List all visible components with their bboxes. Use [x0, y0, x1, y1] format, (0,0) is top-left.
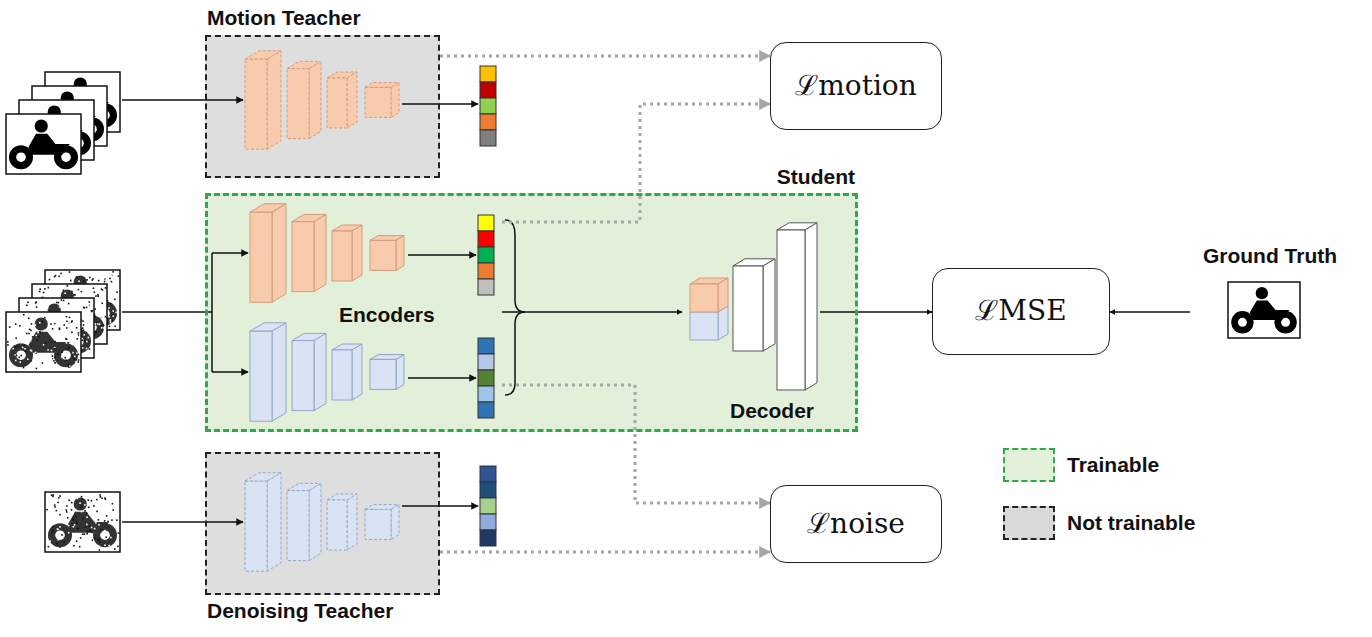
flow-arrow: [212, 252, 248, 254]
ground-truth: Ground Truth: [1190, 245, 1350, 345]
brace: [505, 220, 525, 395]
layer-block: [332, 344, 362, 400]
legend: TrainableNot trainable: [1003, 448, 1195, 564]
teacher-box: Denoising Teacher: [205, 452, 440, 595]
flow-arrow: [1110, 311, 1190, 313]
region-fill: [205, 35, 440, 178]
layer-block: [250, 323, 286, 421]
flow-arrow: [502, 311, 682, 313]
flow-line: [211, 253, 213, 372]
region-fill: [205, 452, 440, 595]
node-label: Encoders: [339, 303, 435, 327]
loss-box: ℒMSE: [932, 268, 1110, 355]
flow-arrow: [122, 521, 243, 523]
flow-arrow: [820, 311, 932, 313]
loss-label: ℒMSE: [975, 295, 1066, 327]
feature-vector: [478, 215, 494, 295]
flow-arrow: [408, 254, 476, 256]
layer-block: [365, 83, 399, 118]
feature-vector: [480, 466, 496, 546]
flow-line: [122, 311, 212, 313]
legend-swatch: [1003, 448, 1055, 482]
distillation-arrow: [440, 551, 770, 554]
encoder-group: Encoders: [215, 200, 502, 410]
teacher-box: Motion Teacher: [205, 35, 440, 178]
legend-label: Trainable: [1067, 453, 1159, 477]
layer-block: [777, 223, 817, 390]
layer-block: [733, 259, 775, 351]
loss-box: ℒnoise: [770, 485, 942, 563]
node-label: Decoder: [730, 399, 814, 423]
flow-arrow: [408, 377, 476, 379]
image-frame: [6, 312, 81, 372]
loss-label: ℒnoise: [807, 508, 905, 540]
node-label: Motion Teacher: [207, 6, 361, 30]
legend-label: Not trainable: [1067, 511, 1195, 535]
layer-block: [292, 333, 326, 410]
layer-block: [250, 204, 286, 302]
layer-block: [332, 225, 362, 281]
flow-arrow: [402, 103, 478, 105]
layer-block: [327, 72, 357, 128]
legend-swatch: [1003, 506, 1055, 540]
legend-item: Not trainable: [1003, 506, 1195, 540]
flow-arrow: [122, 99, 243, 101]
distillation-arrow: [502, 385, 770, 503]
node-label: Ground Truth: [1203, 244, 1337, 268]
distillation-arrow: [502, 104, 770, 222]
image-frame: [45, 492, 120, 552]
student-box: StudentEncodersDecoder: [205, 193, 858, 432]
image-frame: [6, 114, 81, 174]
feature-vector: [478, 338, 494, 418]
layer-block: [370, 355, 404, 390]
layer-block: [690, 278, 728, 312]
layer-block: [287, 61, 321, 138]
image-frame: [1228, 282, 1300, 338]
layer-block: [327, 494, 357, 550]
flow-arrow: [402, 505, 478, 507]
node-label: Student: [777, 165, 855, 189]
loss-box: ℒmotion: [770, 42, 942, 130]
legend-item: Trainable: [1003, 448, 1195, 482]
flow-arrow: [212, 371, 248, 373]
layer-block: [245, 51, 281, 149]
loss-label: ℒmotion: [795, 70, 917, 102]
layer-block: [370, 236, 404, 271]
region-fill: [205, 193, 858, 432]
layer-block: [245, 473, 281, 571]
layer-block: [287, 483, 321, 560]
layer-block: [365, 505, 399, 540]
layer-block: [292, 214, 326, 291]
decoder-group: Decoder: [682, 222, 820, 425]
feature-vector: [480, 66, 496, 146]
distillation-arrow: [440, 55, 770, 58]
node-label: Denoising Teacher: [207, 599, 393, 623]
